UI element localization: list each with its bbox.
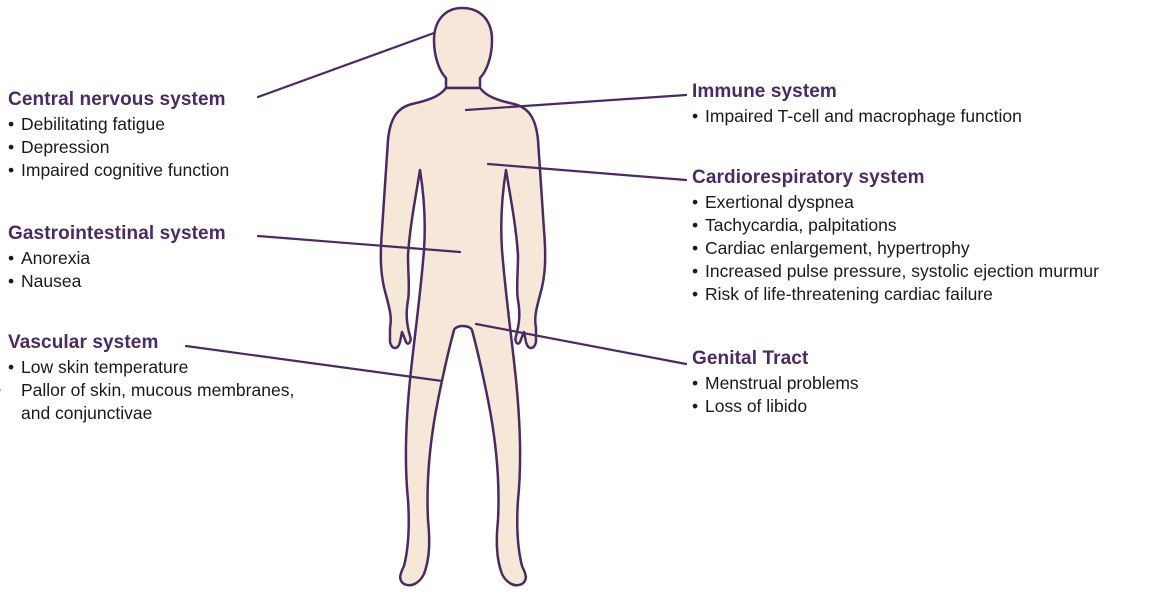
body-torso-outline: [381, 88, 545, 585]
bullet-icon: •: [692, 214, 705, 237]
symptom-item: •Loss of libido: [692, 395, 859, 418]
bullet-icon: •: [692, 105, 705, 128]
symptom-text: Increased pulse pressure, systolic eject…: [705, 261, 1099, 281]
group-vascular-system: Vascular system •Low skin temperature •P…: [8, 331, 308, 425]
symptom-list: •Low skin temperature •Pallor of skin, m…: [8, 356, 308, 425]
group-title: Cardiorespiratory system: [692, 166, 1099, 190]
symptom-text: Menstrual problems: [705, 373, 859, 393]
bullet-icon: •: [8, 379, 21, 402]
bullet-icon: •: [692, 260, 705, 283]
symptom-text: Tachycardia, palpitations: [705, 215, 897, 235]
symptom-item: •Depression: [8, 136, 229, 159]
body-head: [434, 8, 492, 88]
symptom-list: •Debilitating fatigue •Depression •Impai…: [8, 113, 229, 182]
symptom-item: •Debilitating fatigue: [8, 113, 229, 136]
symptom-text: Loss of libido: [705, 396, 807, 416]
symptom-list: •Impaired T-cell and macrophage function: [692, 105, 1022, 128]
symptom-item: •Exertional dyspnea: [692, 191, 1099, 214]
symptom-item: •Cardiac enlargement, hypertrophy: [692, 237, 1099, 260]
group-gastrointestinal-system: Gastrointestinal system •Anorexia •Nause…: [8, 222, 226, 293]
symptom-item: •Increased pulse pressure, systolic ejec…: [692, 260, 1099, 283]
group-title: Central nervous system: [8, 88, 229, 112]
symptom-text: Anorexia: [21, 248, 90, 268]
group-title: Immune system: [692, 80, 1022, 104]
bullet-icon: •: [692, 191, 705, 214]
symptom-list: •Exertional dyspnea •Tachycardia, palpit…: [692, 191, 1099, 306]
symptom-item: •Risk of life-threatening cardiac failur…: [692, 283, 1099, 306]
symptom-text: Debilitating fatigue: [21, 114, 165, 134]
symptom-text: Impaired T-cell and macrophage function: [705, 106, 1022, 126]
symptom-item: •Impaired T-cell and macrophage function: [692, 105, 1022, 128]
symptom-item: •Pallor of skin, mucous membranes, and c…: [8, 379, 308, 425]
symptom-text: Cardiac enlargement, hypertrophy: [705, 238, 970, 258]
symptom-item: •Menstrual problems: [692, 372, 859, 395]
bullet-icon: •: [8, 270, 21, 293]
bullet-icon: •: [8, 356, 21, 379]
symptom-list: •Anorexia •Nausea: [8, 247, 226, 293]
bullet-icon: •: [8, 159, 21, 182]
group-immune-system: Immune system •Impaired T-cell and macro…: [692, 80, 1022, 128]
group-title: Vascular system: [8, 331, 308, 355]
group-cardiorespiratory-system: Cardiorespiratory system •Exertional dys…: [692, 166, 1099, 306]
bullet-icon: •: [692, 237, 705, 260]
symptom-text: Risk of life-threatening cardiac failure: [705, 284, 993, 304]
group-title: Genital Tract: [692, 347, 859, 371]
symptom-text: Low skin temperature: [21, 357, 188, 377]
bullet-icon: •: [8, 247, 21, 270]
symptom-text: Pallor of skin, mucous membranes, and co…: [21, 380, 294, 423]
symptom-text: Impaired cognitive function: [21, 160, 229, 180]
symptom-item: •Tachycardia, palpitations: [692, 214, 1099, 237]
group-genital-tract: Genital Tract •Menstrual problems •Loss …: [692, 347, 859, 418]
leader-line-central-nervous: [258, 33, 434, 97]
symptom-text: Exertional dyspnea: [705, 192, 854, 212]
bullet-icon: •: [692, 372, 705, 395]
symptom-item: •Anorexia: [8, 247, 226, 270]
symptom-item: •Nausea: [8, 270, 226, 293]
bullet-icon: •: [8, 136, 21, 159]
bullet-icon: •: [692, 283, 705, 306]
human-body-silhouette: [381, 8, 545, 585]
symptom-list: •Menstrual problems •Loss of libido: [692, 372, 859, 418]
bullet-icon: •: [692, 395, 705, 418]
symptom-item: •Low skin temperature: [8, 356, 308, 379]
group-central-nervous-system: Central nervous system •Debilitating fat…: [8, 88, 229, 182]
bullet-icon: •: [8, 113, 21, 136]
group-title: Gastrointestinal system: [8, 222, 226, 246]
symptom-item: •Impaired cognitive function: [8, 159, 229, 182]
symptom-text: Nausea: [21, 271, 81, 291]
symptom-text: Depression: [21, 137, 110, 157]
